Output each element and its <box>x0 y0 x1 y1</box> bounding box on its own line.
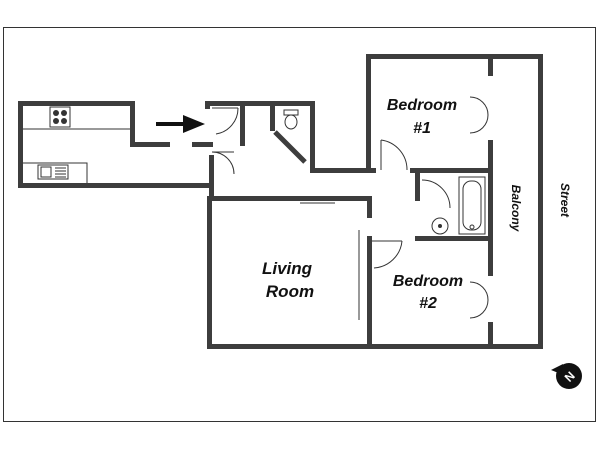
entry-arrow-icon <box>156 115 205 133</box>
stove-icon <box>49 106 71 128</box>
bath-sink-icon <box>431 217 449 235</box>
living-room-walls <box>207 196 372 349</box>
bedroom1-door <box>380 139 408 171</box>
wc-diagonal-wall <box>273 130 307 164</box>
living-room-label-line2: Room <box>266 282 314 301</box>
balcony-label: Balcony <box>509 185 523 233</box>
bedroom2-label-line2: #2 <box>419 295 437 312</box>
living-room-label-line1: Living <box>262 259 313 278</box>
bedroom1-label-line2: #1 <box>413 120 431 137</box>
bedroom2-balcony-doors <box>469 281 489 319</box>
hall-walls <box>205 101 376 201</box>
bedroom1-label-line1: Bedroom <box>387 97 457 114</box>
bathroom-walls <box>415 173 493 241</box>
bedroom1-balcony-doors <box>469 96 489 134</box>
kitchen-counter-lower <box>23 162 88 183</box>
kitchen-walls <box>18 101 214 188</box>
sink-icon <box>37 164 69 180</box>
bedroom1-walls <box>366 54 493 245</box>
kitchen-door <box>211 151 235 175</box>
entry-door <box>212 107 239 135</box>
street-label: Street <box>558 183 572 218</box>
bedroom2-walls <box>367 236 542 349</box>
bathroom-door <box>421 179 451 209</box>
toilet-icon <box>283 109 299 130</box>
balcony-walls <box>488 54 543 349</box>
bedroom2-label-line1: Bedroom <box>393 273 463 290</box>
bedroom2-door <box>372 240 403 269</box>
compass-icon: N <box>551 363 582 389</box>
plan-frame <box>3 27 596 422</box>
bathtub-icon <box>458 176 486 235</box>
